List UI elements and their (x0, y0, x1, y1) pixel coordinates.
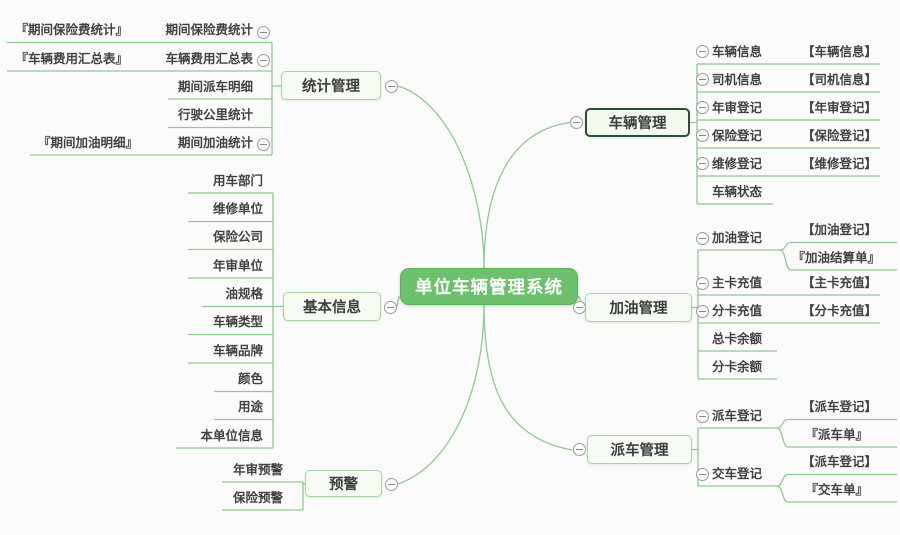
topic-alert-1[interactable]: 保险预警 (232, 491, 283, 505)
topic-basic-4[interactable]: 油规格 (225, 287, 263, 301)
topic-basic-2[interactable]: 保险公司 (212, 230, 263, 244)
main-topic-vehicle[interactable]: 车辆管理 (585, 108, 690, 137)
subtopic-stats-1-0[interactable]: 『车辆费用汇总表』 (15, 52, 128, 66)
subtopic-dispatch-1-0[interactable]: 【派车登记】 (801, 455, 877, 469)
subtopic-dispatch-0-0[interactable]: 【派车登记】 (801, 400, 877, 414)
topic-fuel-1[interactable]: 主卡充值 (712, 276, 763, 290)
collapse-icon-stats-0[interactable] (256, 26, 270, 39)
topic-vehicle-0[interactable]: 车辆信息 (712, 45, 763, 59)
alert-branch-connectors (222, 481, 305, 511)
topic-basic-9[interactable]: 本单位信息 (200, 429, 263, 443)
subtopic-fuel-0-1[interactable]: 『加油结算单』 (792, 251, 880, 265)
subtopic-vehicle-1-0[interactable]: 【司机信息】 (801, 73, 877, 87)
collapse-icon-stats-1[interactable] (256, 54, 270, 67)
collapse-icon-stats-4[interactable] (256, 138, 270, 151)
topic-basic-5[interactable]: 车辆类型 (212, 315, 263, 329)
collapse-icon-vehicle-4[interactable] (696, 157, 709, 170)
collapse-icon-vehicle-1[interactable] (696, 73, 709, 86)
subtopic-vehicle-3-0[interactable]: 【保险登记】 (801, 129, 877, 143)
subtopic-dispatch-0-1[interactable]: 『派车单』 (805, 428, 868, 442)
subtopic-stats-0-0[interactable]: 『期间保险费统计』 (15, 23, 128, 37)
topic-fuel-2[interactable]: 分卡充值 (712, 304, 763, 318)
dispatch-branch-connectors (692, 418, 897, 503)
collapse-icon-vehicle-0[interactable] (696, 45, 709, 58)
collapse-icon-fuel[interactable] (572, 301, 586, 314)
subtopic-fuel-2-0[interactable]: 【分卡充值】 (801, 304, 877, 318)
topic-dispatch-0[interactable]: 派车登记 (712, 409, 763, 423)
subtopic-fuel-1-0[interactable]: 【主卡充值】 (801, 276, 877, 290)
basic-branch-connectors (176, 192, 283, 449)
topic-basic-8[interactable]: 用途 (237, 400, 263, 414)
stats-branch-connectors (7, 41, 281, 156)
collapse-icon-vehicle-2[interactable] (696, 101, 709, 114)
subtopic-vehicle-0-0[interactable]: 【车辆信息】 (801, 45, 877, 59)
topic-alert-0[interactable]: 年审预警 (232, 463, 283, 477)
center-connectors (395, 85, 582, 485)
subtopic-dispatch-1-1[interactable]: 『交车单』 (805, 483, 868, 497)
collapse-icon-fuel-2[interactable] (696, 305, 709, 318)
collapse-icon-dispatch[interactable] (572, 443, 586, 456)
topic-vehicle-4[interactable]: 维修登记 (712, 157, 763, 171)
collapse-icon-vehicle[interactable] (569, 116, 583, 129)
main-topic-stats[interactable]: 统计管理 (281, 71, 381, 100)
main-topic-dispatch[interactable]: 派车管理 (587, 435, 692, 464)
main-topic-alert[interactable]: 预警 (305, 470, 382, 497)
central-topic[interactable]: 单位车辆管理系统 (400, 268, 578, 305)
topic-basic-0[interactable]: 用车部门 (212, 174, 263, 188)
topic-fuel-0[interactable]: 加油登记 (712, 231, 763, 245)
collapse-icon-alert[interactable] (385, 477, 398, 491)
main-topic-fuel[interactable]: 加油管理 (585, 293, 692, 322)
topic-basic-6[interactable]: 车辆品牌 (212, 344, 263, 358)
subtopic-stats-4-0[interactable]: 『期间加油明细』 (37, 136, 138, 150)
main-topic-basic[interactable]: 基本信息 (283, 292, 381, 321)
topic-basic-7[interactable]: 颜色 (237, 372, 263, 386)
topic-vehicle-3[interactable]: 保险登记 (712, 129, 763, 143)
topic-stats-4[interactable]: 期间加油统计 (177, 136, 253, 150)
collapse-icon-basic[interactable] (383, 301, 397, 314)
collapse-icon-fuel-0[interactable] (696, 232, 709, 245)
topic-vehicle-2[interactable]: 年审登记 (712, 101, 763, 115)
collapse-icon-dispatch-0[interactable] (696, 410, 709, 423)
topic-fuel-4[interactable]: 分卡余额 (712, 360, 763, 374)
collapse-icon-vehicle-3[interactable] (696, 129, 709, 142)
topic-vehicle-1[interactable]: 司机信息 (712, 73, 763, 87)
topic-stats-1[interactable]: 车辆费用汇总表 (165, 52, 253, 66)
collapse-icon-stats[interactable] (384, 79, 398, 93)
topic-stats-2[interactable]: 期间派车明细 (177, 80, 253, 94)
subtopic-vehicle-4-0[interactable]: 【维修登记】 (801, 157, 877, 171)
topic-basic-3[interactable]: 年审单位 (212, 259, 263, 273)
collapse-icon-fuel-1[interactable] (696, 277, 709, 290)
topic-vehicle-5[interactable]: 车辆状态 (712, 185, 763, 199)
topic-stats-0[interactable]: 期间保险费统计 (165, 23, 253, 37)
topic-stats-3[interactable]: 行驶公里统计 (177, 108, 253, 122)
subtopic-vehicle-2-0[interactable]: 【年审登记】 (801, 101, 877, 115)
subtopic-fuel-0-0[interactable]: 【加油登记】 (801, 223, 877, 237)
topic-dispatch-1[interactable]: 交车登记 (712, 467, 763, 481)
collapse-icon-dispatch-1[interactable] (696, 468, 709, 481)
topic-fuel-3[interactable]: 总卡余额 (712, 332, 763, 346)
topic-basic-1[interactable]: 维修单位 (212, 202, 263, 216)
